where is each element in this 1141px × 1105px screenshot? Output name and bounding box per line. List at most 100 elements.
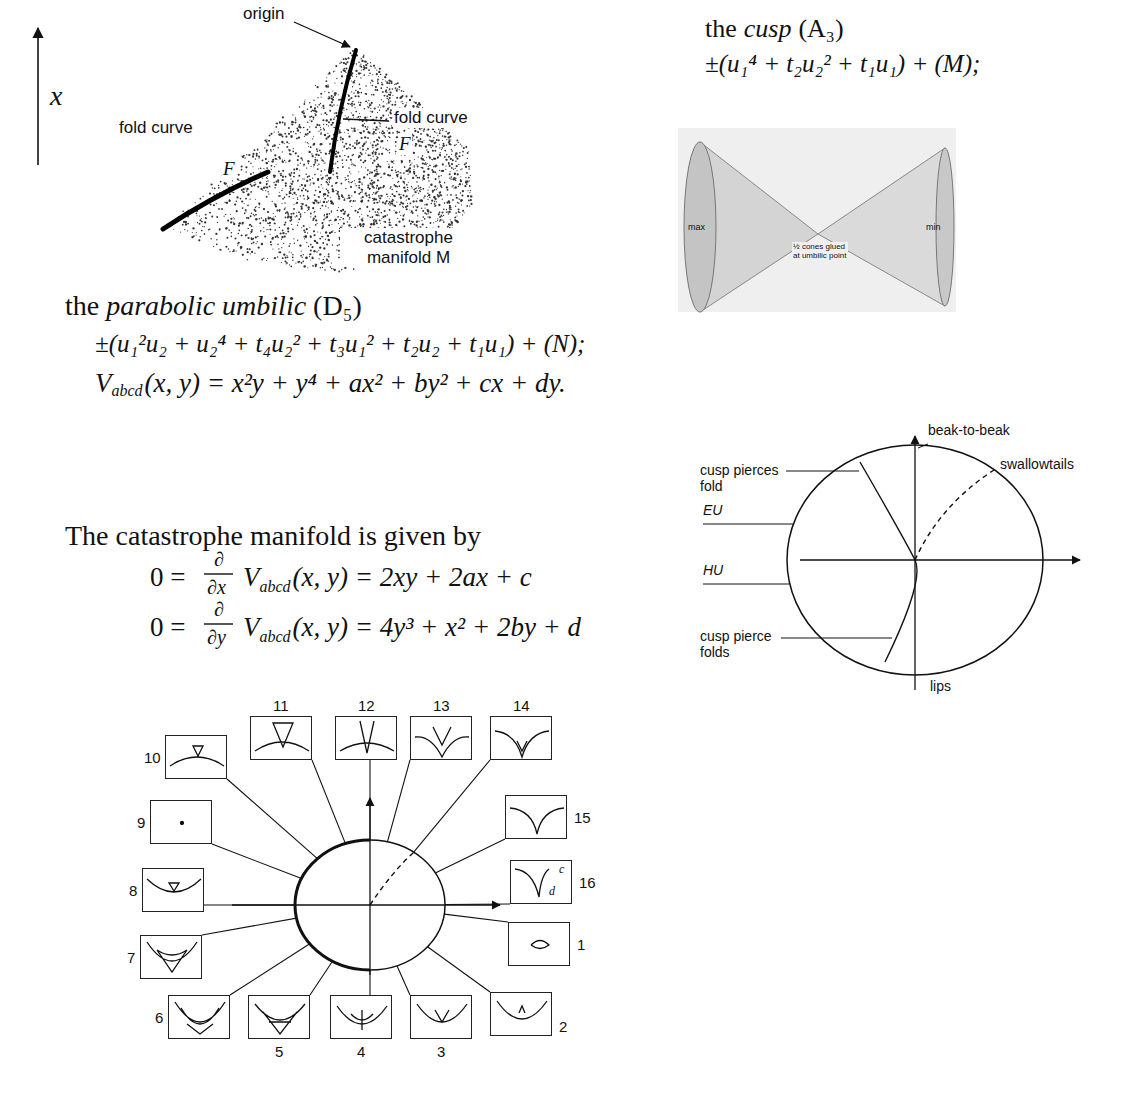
stipple-dot — [427, 177, 429, 179]
stipple-dot — [400, 194, 401, 195]
stipple-dot — [333, 96, 334, 97]
stipple-dot — [287, 215, 289, 217]
stipple-dot — [433, 142, 435, 144]
stipple-dot — [373, 223, 375, 225]
stipple-dot — [423, 197, 424, 198]
stipple-dot — [282, 203, 283, 204]
stipple-dot — [440, 129, 441, 130]
stipple-dot — [229, 199, 230, 200]
stipple-dot — [443, 215, 444, 216]
stipple-dot — [335, 112, 337, 114]
stipple-dot — [426, 157, 427, 158]
stipple-dot — [372, 153, 374, 155]
stipple-dot — [325, 138, 327, 140]
stipple-dot — [454, 178, 456, 180]
stipple-dot — [376, 158, 378, 160]
stipple-dot — [274, 203, 275, 204]
stipple-dot — [333, 104, 334, 105]
stipple-dot — [318, 196, 320, 198]
stipple-dot — [451, 167, 453, 169]
stipple-dot — [329, 72, 331, 74]
stipple-dot — [369, 172, 371, 174]
stipple-dot — [307, 210, 308, 211]
stipple-dot — [343, 146, 345, 148]
stipple-dot — [427, 196, 428, 197]
stipple-dot — [192, 232, 193, 233]
stipple-dot — [390, 186, 392, 188]
stipple-dot — [396, 130, 398, 132]
stipple-dot — [329, 179, 331, 181]
stipple-dot — [328, 200, 329, 201]
stipple-dot — [342, 225, 343, 226]
stipple-dot — [355, 90, 356, 91]
stipple-dot — [384, 210, 386, 212]
stipple-dot — [442, 145, 444, 147]
stipple-dot — [285, 182, 287, 184]
stipple-dot — [361, 200, 363, 202]
stipple-dot — [447, 194, 448, 195]
stipple-dot — [368, 132, 370, 134]
stipple-dot — [404, 214, 405, 215]
stipple-dot — [431, 169, 433, 171]
stipple-dot — [460, 179, 462, 181]
stipple-dot — [370, 65, 371, 66]
stipple-dot — [341, 62, 342, 63]
stipple-dot — [362, 217, 363, 218]
stipple-dot — [318, 104, 320, 106]
stipple-dot — [449, 143, 451, 145]
stipple-dot — [368, 100, 369, 101]
stipple-dot — [455, 194, 457, 196]
stipple-dot — [334, 269, 336, 271]
stipple-dot — [280, 232, 282, 234]
stipple-dot — [387, 108, 389, 110]
stipple-dot — [442, 163, 444, 165]
stipple-dot — [426, 204, 428, 206]
stipple-dot — [439, 170, 440, 171]
stipple-dot — [417, 165, 419, 167]
stipple-dot — [408, 190, 409, 191]
stipple-dot — [313, 144, 315, 146]
stipple-dot — [320, 267, 321, 268]
stipple-dot — [339, 129, 341, 131]
stipple-dot — [348, 195, 350, 197]
stipple-dot — [432, 159, 433, 160]
stipple-dot — [433, 171, 435, 173]
stipple-dot — [370, 110, 371, 111]
stipple-dot — [316, 124, 318, 126]
stipple-dot — [437, 195, 439, 197]
stipple-dot — [340, 217, 341, 218]
stipple-dot — [340, 139, 341, 140]
stipple-dot — [429, 197, 431, 199]
stipple-dot — [399, 211, 400, 212]
stipple-dot — [332, 244, 333, 245]
stipple-dot — [204, 233, 206, 235]
stipple-dot — [418, 185, 420, 187]
stipple-dot — [449, 177, 450, 178]
stipple-dot — [252, 166, 253, 167]
stipple-dot — [325, 80, 327, 82]
stipple-dot — [455, 219, 457, 221]
stipple-dot — [400, 196, 402, 198]
stipple-dot — [285, 217, 287, 219]
stipple-dot — [461, 195, 463, 197]
stipple-dot — [392, 132, 394, 134]
stipple-dot — [302, 257, 303, 258]
stipple-dot — [434, 205, 436, 207]
stipple-dot — [204, 221, 206, 223]
stipple-dot — [388, 100, 390, 102]
stipple-dot — [320, 143, 322, 145]
stipple-dot — [392, 88, 394, 90]
stipple-dot — [322, 236, 323, 237]
stipple-dot — [450, 219, 451, 220]
stipple-dot — [255, 207, 257, 209]
stipple-dot — [367, 174, 369, 176]
stipple-dot — [325, 85, 327, 87]
stipple-dot — [455, 152, 457, 154]
stipple-dot — [416, 187, 417, 188]
stipple-dot — [427, 168, 429, 170]
stipple-dot — [338, 223, 339, 224]
stipple-dot — [312, 202, 313, 203]
stipple-dot — [351, 80, 352, 81]
stipple-dot — [375, 129, 377, 131]
stipple-dot — [415, 188, 416, 189]
